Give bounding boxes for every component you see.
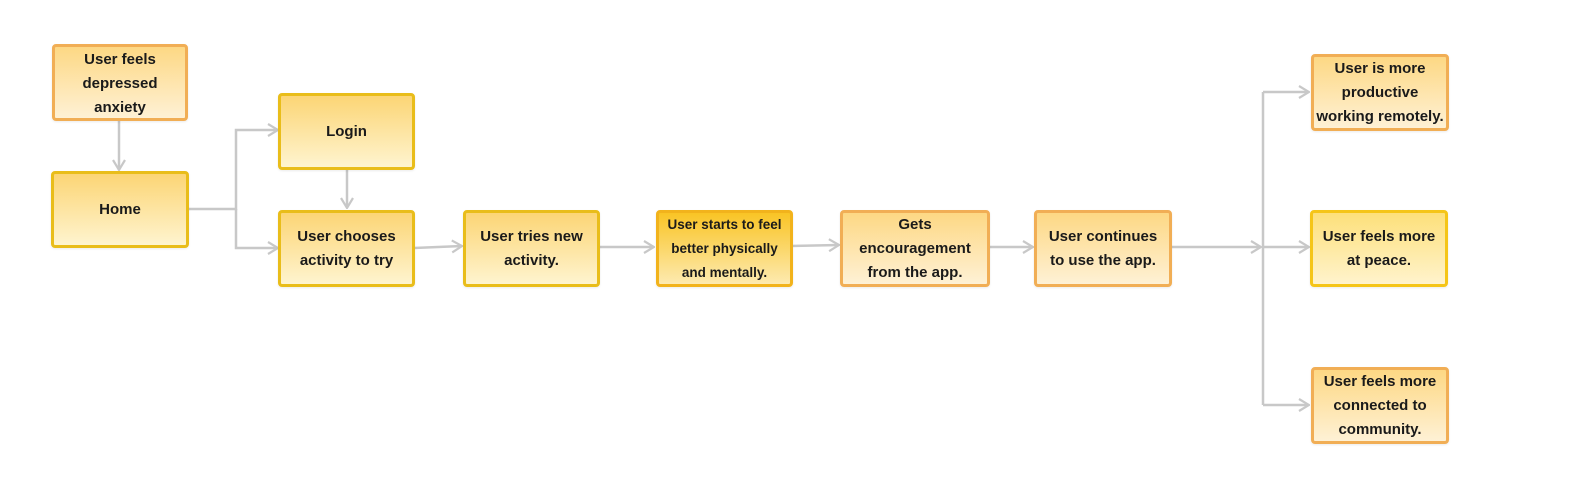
node-user-starts-to-feel-better-label: User starts to feel better physically an… bbox=[667, 216, 782, 280]
node-user-continues-label: User continues to use the app. bbox=[1048, 227, 1158, 269]
node-user-tries-new-activity: User tries new activity. bbox=[463, 210, 600, 287]
node-user-more-productive-label: User is more productive working remotely… bbox=[1316, 59, 1444, 125]
node-login-label: Login bbox=[326, 122, 367, 140]
node-home: Home bbox=[51, 171, 189, 248]
node-user-at-peace-label: User feels more at peace. bbox=[1322, 227, 1436, 269]
edge-home-to-login bbox=[187, 130, 278, 211]
node-user-chooses-activity-label: User chooses activity to try bbox=[297, 227, 396, 269]
node-user-more-connected-label: User feels more connected to community. bbox=[1323, 372, 1437, 438]
node-user-continues: User continues to use the app. bbox=[1034, 210, 1172, 287]
node-user-feels-depressed-label: User feels depressed anxiety bbox=[82, 50, 158, 116]
edge-choose-to-tries bbox=[413, 246, 462, 248]
node-gets-encouragement: Gets encouragement from the app. bbox=[840, 210, 990, 287]
node-user-more-productive: User is more productive working remotely… bbox=[1311, 54, 1449, 131]
node-user-at-peace: User feels more at peace. bbox=[1310, 210, 1448, 287]
node-user-more-connected: User feels more connected to community. bbox=[1311, 367, 1449, 444]
node-user-chooses-activity: User chooses activity to try bbox=[278, 210, 415, 287]
edge-home-to-choose bbox=[234, 209, 278, 248]
node-user-tries-new-activity-label: User tries new activity. bbox=[480, 227, 583, 269]
node-gets-encouragement-label: Gets encouragement from the app. bbox=[859, 215, 971, 281]
node-user-starts-to-feel-better: User starts to feel better physically an… bbox=[656, 210, 793, 287]
edge-starts-to-encouragement bbox=[789, 245, 839, 246]
node-home-label: Home bbox=[99, 200, 141, 218]
node-login: Login bbox=[278, 93, 415, 170]
node-user-feels-depressed: User feels depressed anxiety bbox=[52, 44, 188, 121]
